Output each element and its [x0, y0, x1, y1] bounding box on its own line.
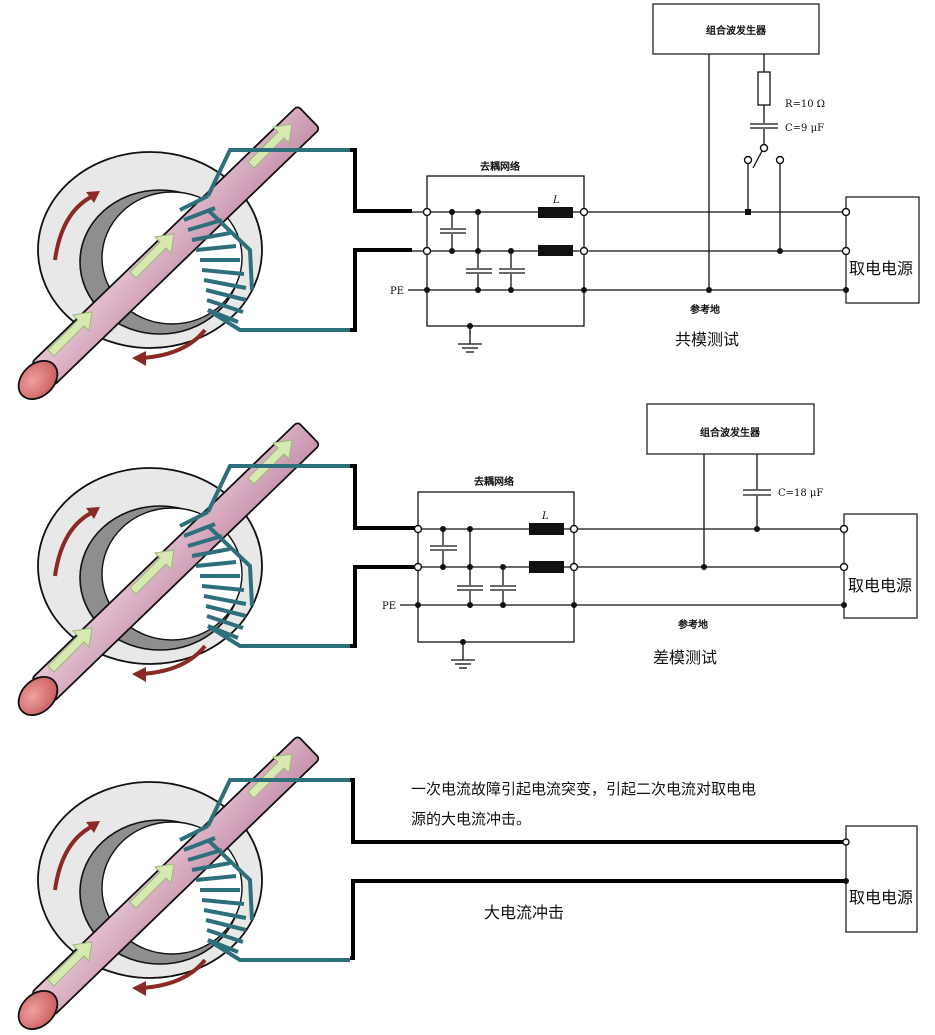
panel-common-mode: 去耦网络 PE L 组合波发生器 R=10 Ω C=9 μF — [9, 3, 920, 409]
pe-label: PE — [390, 286, 404, 297]
lead-wire-top — [350, 148, 412, 213]
surge-caption: 大电流冲击 — [484, 903, 564, 922]
resistor-label: R=10 Ω — [785, 99, 825, 110]
common-mode-caption: 共模测试 — [675, 330, 739, 349]
panel-differential-mode: 去耦网络 PE L 组合波发生器 C=18 μF 参考地 取电电源 差模测试 — [9, 403, 918, 725]
pe-label: PE — [382, 601, 396, 612]
power-supply-label: 取电电源 — [848, 576, 912, 595]
lead-wire-bottom — [350, 565, 416, 648]
differential-mode-caption: 差模测试 — [653, 648, 717, 667]
power-supply-label: 取电电源 — [849, 259, 913, 278]
inductor-top — [538, 207, 573, 218]
generator-label: 组合波发生器 — [700, 426, 761, 439]
reference-ground-label: 参考地 — [690, 303, 720, 316]
lead-wire-bottom — [350, 879, 845, 960]
resistor — [757, 71, 771, 106]
current-transformer-illustration — [9, 103, 352, 409]
inductor-label: L — [552, 195, 560, 206]
capacitor-label: C=9 μF — [785, 123, 824, 134]
current-transformer-illustration — [9, 733, 352, 1035]
lead-wire-top — [350, 464, 416, 530]
surge-description-line2: 源的大电流冲击。 — [411, 810, 531, 828]
power-supply-box — [843, 513, 918, 619]
generator-label: 组合波发生器 — [706, 24, 767, 37]
inductor-bottom — [529, 561, 564, 573]
current-transformer-illustration — [9, 419, 352, 725]
decoupling-network-label: 去耦网络 — [480, 160, 520, 173]
lead-wire-top — [350, 778, 845, 844]
decoupling-network-label: 去耦网络 — [474, 475, 514, 488]
inductor-top — [529, 523, 564, 535]
surge-description-line1: 一次电流故障引起电流突变，引起二次电流对取电电 — [411, 780, 756, 798]
power-supply-label: 取电电源 — [849, 888, 913, 907]
lead-wire-bottom — [350, 248, 412, 332]
inductor-bottom — [538, 245, 573, 256]
capacitor-label: C=18 μF — [778, 488, 823, 499]
panel-surge: 一次电流故障引起电流突变，引起二次电流对取电电 源的大电流冲击。 取电电源 大电… — [9, 733, 918, 1035]
power-supply-box — [845, 825, 918, 933]
generator-box — [646, 403, 815, 455]
power-supply-box — [845, 196, 920, 304]
switch — [752, 150, 763, 169]
generator-box — [652, 3, 820, 55]
reference-ground-label: 参考地 — [678, 618, 708, 631]
inductor-label: L — [541, 511, 549, 522]
